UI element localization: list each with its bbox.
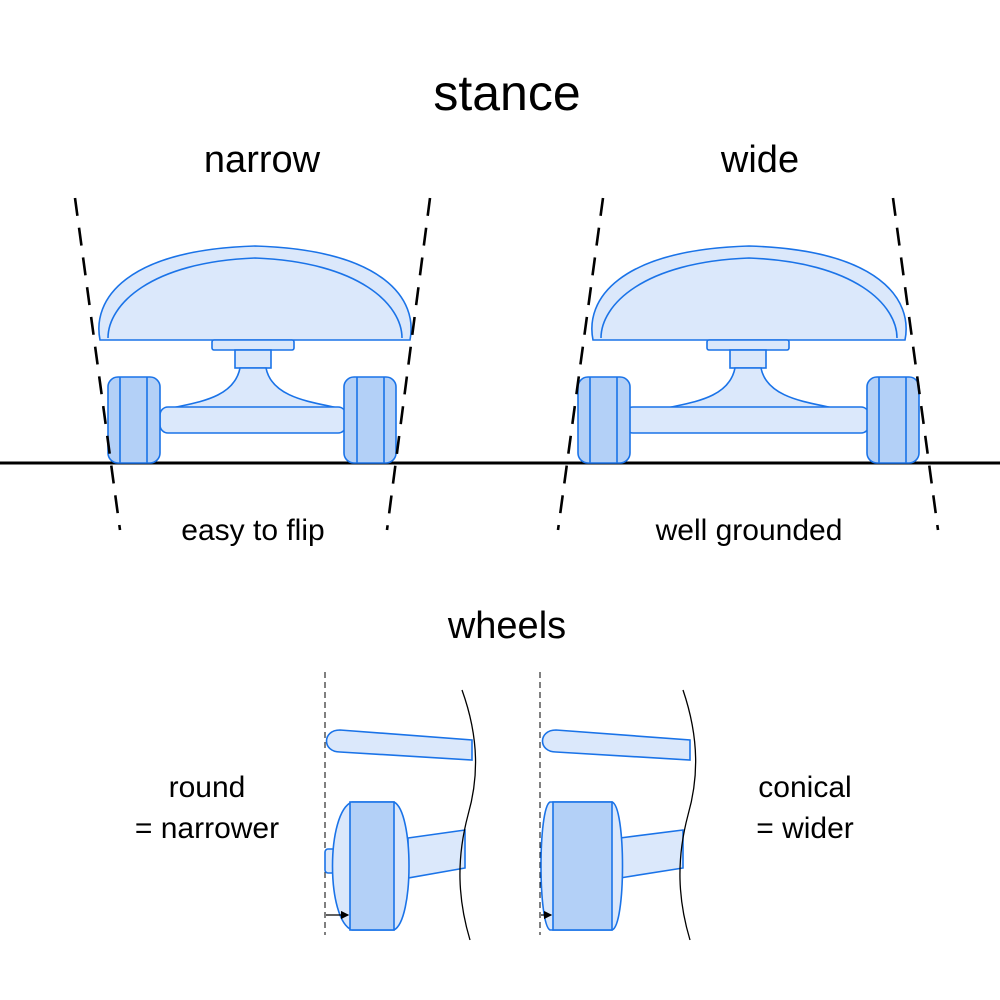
conical-label-line2: = wider — [756, 812, 854, 845]
narrow-left-wheel — [107, 376, 161, 464]
conical-frame-edge — [679, 689, 697, 941]
narrow-skateboard — [73, 197, 432, 531]
narrow-baseplate — [211, 339, 295, 351]
narrow-axle — [159, 406, 347, 434]
round-deck-edge — [325, 729, 473, 761]
wide-right-stance-line — [891, 197, 940, 531]
narrow-left-stance-line — [73, 197, 122, 531]
round-wheel-core — [349, 801, 395, 931]
wide-right-wheel — [866, 376, 920, 464]
narrow-caption: easy to flip — [181, 514, 324, 547]
round-wheel-detail — [324, 672, 477, 941]
wide-kingpin — [729, 349, 767, 369]
conical-deck-edge — [541, 729, 691, 761]
round-truck-arm — [407, 829, 466, 879]
wide-label: wide — [720, 139, 799, 181]
round-frame-edge — [459, 689, 477, 941]
conical-wheel-core — [552, 801, 613, 931]
wide-baseplate — [706, 339, 790, 351]
wide-hanger — [666, 367, 834, 409]
wide-deck-concave — [600, 257, 898, 339]
narrow-hanger — [171, 367, 339, 409]
wide-left-stance-line — [556, 197, 605, 531]
narrow-kingpin — [234, 349, 272, 369]
wide-skateboard — [556, 197, 940, 531]
narrow-right-stance-line — [385, 197, 432, 531]
conical-label-line1: conical — [758, 771, 851, 804]
stance-title: stance — [433, 65, 580, 121]
wide-caption: well grounded — [655, 514, 843, 547]
wheels-title: wheels — [447, 605, 566, 647]
round-label-line2: = narrower — [135, 812, 279, 845]
wide-left-wheel — [577, 376, 631, 464]
wide-axle — [624, 406, 870, 434]
conical-truck-arm — [619, 829, 684, 879]
conical-wheel-detail — [539, 672, 697, 941]
narrow-right-wheel — [343, 376, 397, 464]
narrow-label: narrow — [204, 139, 321, 181]
narrow-deck-concave — [107, 257, 403, 339]
round-label-line1: round — [169, 771, 246, 804]
